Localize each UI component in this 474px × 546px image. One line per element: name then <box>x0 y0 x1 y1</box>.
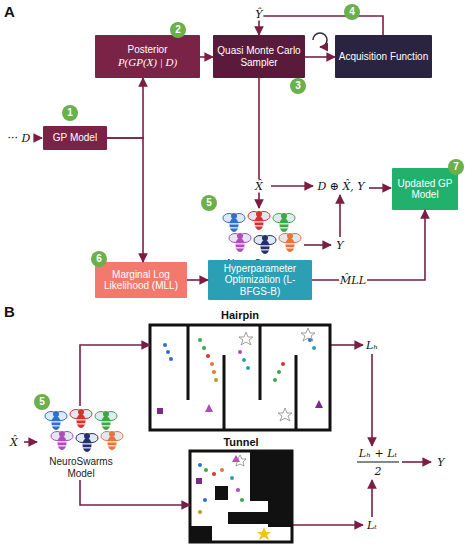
panel-letter: B <box>4 303 15 320</box>
callout-number: 5 <box>201 195 217 211</box>
panel-letter: A <box>4 3 15 20</box>
node-text: Acquisition Function <box>339 51 429 63</box>
flow-arrow <box>80 480 190 505</box>
callout-number: 2 <box>170 22 186 38</box>
process-box: Acquisition Function <box>335 35 432 78</box>
environment-panel: Tunnel <box>190 436 292 543</box>
flow-arrow <box>259 16 383 35</box>
callout-number: 4 <box>344 4 360 20</box>
node-text: Marginal Log Likelihood (MLL) <box>98 269 184 292</box>
edge-label: Ŷ <box>254 8 263 21</box>
math-symbol: Y <box>335 239 344 252</box>
flow-arrow <box>305 56 335 58</box>
edge-label: M̂LL <box>339 274 367 287</box>
process-box: Marginal Log Likelihood (MLL) <box>95 262 187 298</box>
node-text: Tunnel <box>223 436 258 448</box>
node-text: Hairpin <box>221 309 259 321</box>
fraction-bar <box>357 462 399 463</box>
flow-arrow <box>80 345 150 406</box>
swarm-icon <box>223 211 301 254</box>
callout-number: 1 <box>62 105 78 121</box>
node-text: Posterior <box>127 44 167 56</box>
process-box: Hyperparameter Optimization (L-BFGS-B) <box>208 260 312 300</box>
callout-number: 7 <box>448 159 464 175</box>
flow-arrow <box>187 279 208 281</box>
hairpin-maze <box>150 325 330 430</box>
flow-arrow <box>107 138 143 262</box>
node-text: NeuroSwarms Model <box>38 456 124 479</box>
math-symbol: Lₜ <box>366 519 378 532</box>
process-box: Updated GP Model <box>392 168 458 210</box>
node-text: Quasi Monte Carlo Sampler <box>216 45 302 68</box>
math-symbol: X̂ <box>9 436 19 449</box>
node-text: Hyperparameter Optimization (L-BFGS-B) <box>211 263 309 298</box>
swarm-icon <box>45 409 123 452</box>
tunnel-maze <box>190 451 292 542</box>
model-figure: NeuroSwarms Model <box>38 406 124 480</box>
math-symbol: D ⊕ X̂, Y <box>316 180 365 193</box>
environment-panel: Hairpin <box>150 309 330 431</box>
data-symbol: ··· D <box>8 132 31 145</box>
node-formula: P(GP(X) | D) <box>118 56 177 69</box>
flow-arrow <box>200 56 213 58</box>
process-box: PosteriorP(GP(X) | D) <box>95 35 200 78</box>
process-box: GP Model <box>43 126 107 150</box>
math-symbol: Y <box>436 456 445 469</box>
loop-symbol <box>313 33 327 47</box>
math-symbol: 2 <box>374 465 383 478</box>
callout-number: 3 <box>290 78 306 94</box>
flow-arrow <box>107 78 143 138</box>
node-text: Updated GP Model <box>395 178 455 201</box>
process-box: Quasi Monte Carlo Sampler <box>213 35 305 78</box>
flow-arrow <box>312 210 425 280</box>
math-symbol: Lₕ + Lₜ <box>358 447 398 460</box>
edge-label: X̂ <box>254 180 264 193</box>
math-symbol: Lₕ <box>365 339 379 352</box>
callout-number: 6 <box>91 251 107 267</box>
callout-number: 5 <box>34 394 50 410</box>
node-text: GP Model <box>53 132 97 144</box>
